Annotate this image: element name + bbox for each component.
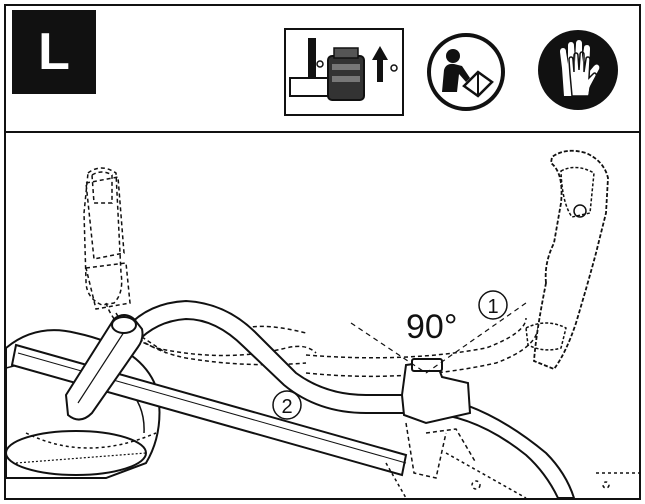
read-manual-icon xyxy=(427,33,505,111)
handle-adjustment-illustration: 90° 1 2 xyxy=(6,149,639,498)
callout-1-circle xyxy=(478,290,508,320)
callout-1-label: 1 xyxy=(487,296,498,318)
wear-gloves-icon xyxy=(538,30,618,110)
battery-removal-icon xyxy=(284,28,404,116)
angle-label: 90° xyxy=(406,308,457,346)
right-grip xyxy=(525,149,609,371)
step-letter: L xyxy=(38,23,70,81)
motor-housing xyxy=(385,452,639,498)
callout-2-circle xyxy=(272,390,302,420)
handle-clamp xyxy=(400,358,477,479)
left-upper-grip xyxy=(85,176,131,310)
angle-indicator xyxy=(350,302,527,374)
step-badge: L xyxy=(12,10,96,94)
callout-2-label: 2 xyxy=(281,396,292,418)
left-grip xyxy=(64,314,144,421)
instruction-panel: L xyxy=(4,4,641,500)
handle-original-position xyxy=(83,167,539,378)
panel-header: L xyxy=(6,6,639,133)
